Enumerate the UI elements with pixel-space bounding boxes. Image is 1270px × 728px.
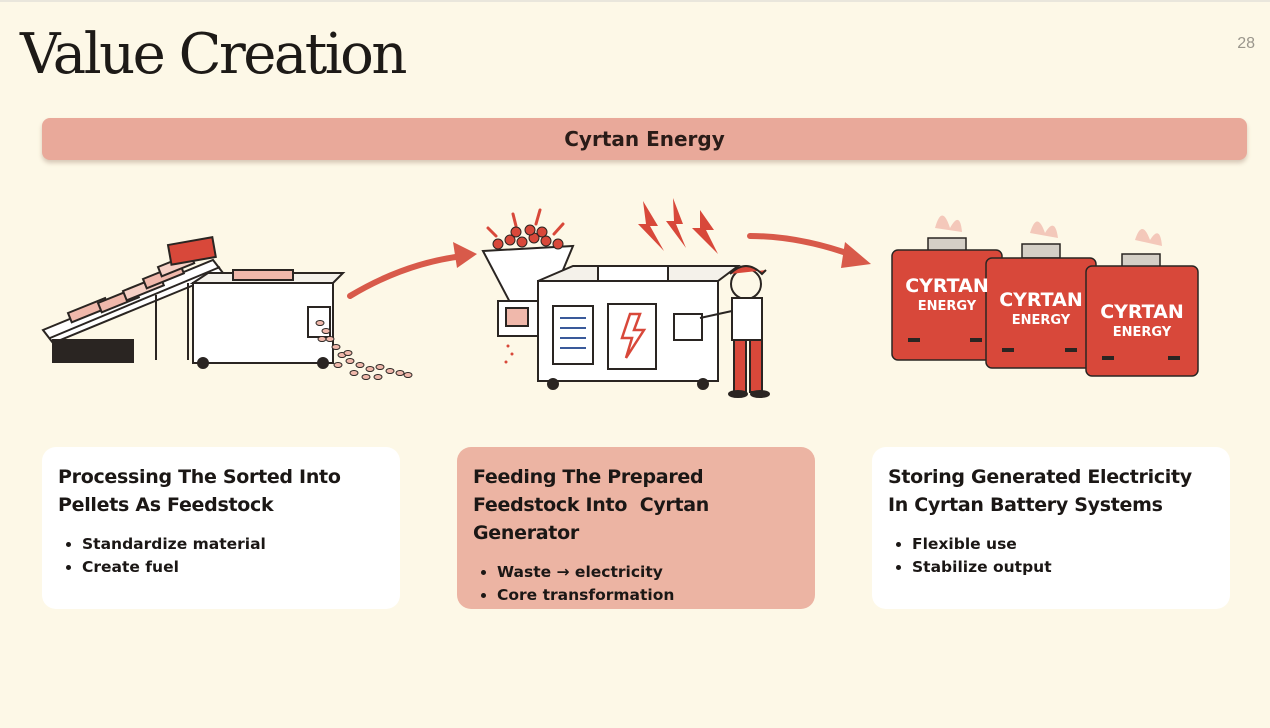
generator-illustration [481,198,770,398]
step-title: Storing Generated Electricity In Cyrtan … [888,466,1199,516]
step-bullet: Flexible use [912,533,1214,556]
battery-label: ENERGY [918,299,977,314]
battery-label: CYRTAN [999,289,1083,311]
battery-label: CYRTAN [905,275,989,297]
step-bullets: Waste → electricity Core transformation [473,561,799,607]
battery-illustration: CYRTAN ENERGY CYRTAN ENERGY CYRTAN ENERG… [891,215,1199,377]
step-bullet: Core transformation [497,584,799,607]
pelletizer-illustration [41,236,413,380]
step-bullets: Flexible use Stabilize output [888,533,1214,579]
step-card-feeding: Feeding The Prepared Feedstock Into Cyrt… [457,447,815,609]
section-banner: Cyrtan Energy [42,118,1247,160]
step-bullet: Create fuel [82,556,384,579]
step-card-storing: Storing Generated Electricity In Cyrtan … [872,447,1230,609]
step-bullet: Waste → electricity [497,561,799,584]
page-number: 28 [1237,35,1255,52]
battery-label: CYRTAN [1100,301,1184,323]
battery-label: ENERGY [1012,313,1071,328]
step-bullet: Stabilize output [912,556,1214,579]
step-bullet: Standardize material [82,533,384,556]
step-title: Feeding The Prepared Feedstock Into Cyrt… [473,466,716,544]
step-title: Processing The Sorted Into Pellets As Fe… [58,466,347,516]
page-title: Value Creation [20,22,407,87]
arrow-right-icon [347,242,477,299]
battery-label: ENERGY [1113,325,1172,340]
arrow-right-icon [747,233,871,268]
step-bullets: Standardize material Create fuel [58,533,384,579]
banner-label: Cyrtan Energy [564,127,725,151]
top-divider [0,0,1270,2]
step-card-processing: Processing The Sorted Into Pellets As Fe… [42,447,400,609]
